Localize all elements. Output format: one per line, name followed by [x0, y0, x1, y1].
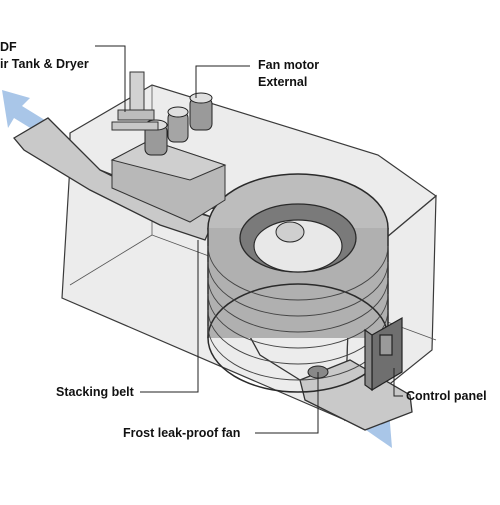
airflow-out-arrow — [2, 90, 48, 134]
fan-motor-label-line1: Fan motor — [258, 58, 320, 72]
fan-motor-label-line2: External — [258, 75, 308, 89]
air-tank-dryer-pipes — [111, 71, 159, 131]
df-air-tank-label-line2: ir Tank & Dryer — [0, 57, 89, 71]
top-equipment-block — [110, 139, 227, 223]
fan-inner-drum — [239, 203, 357, 273]
stacking-belt-label: Stacking belt — [56, 385, 134, 399]
leader-lines — [95, 45, 403, 434]
control-panel-label: Control panel — [406, 389, 487, 403]
df-air-tank-label-line1: DF — [0, 40, 17, 54]
frost-fan-label: Frost leak-proof fan — [123, 426, 241, 440]
